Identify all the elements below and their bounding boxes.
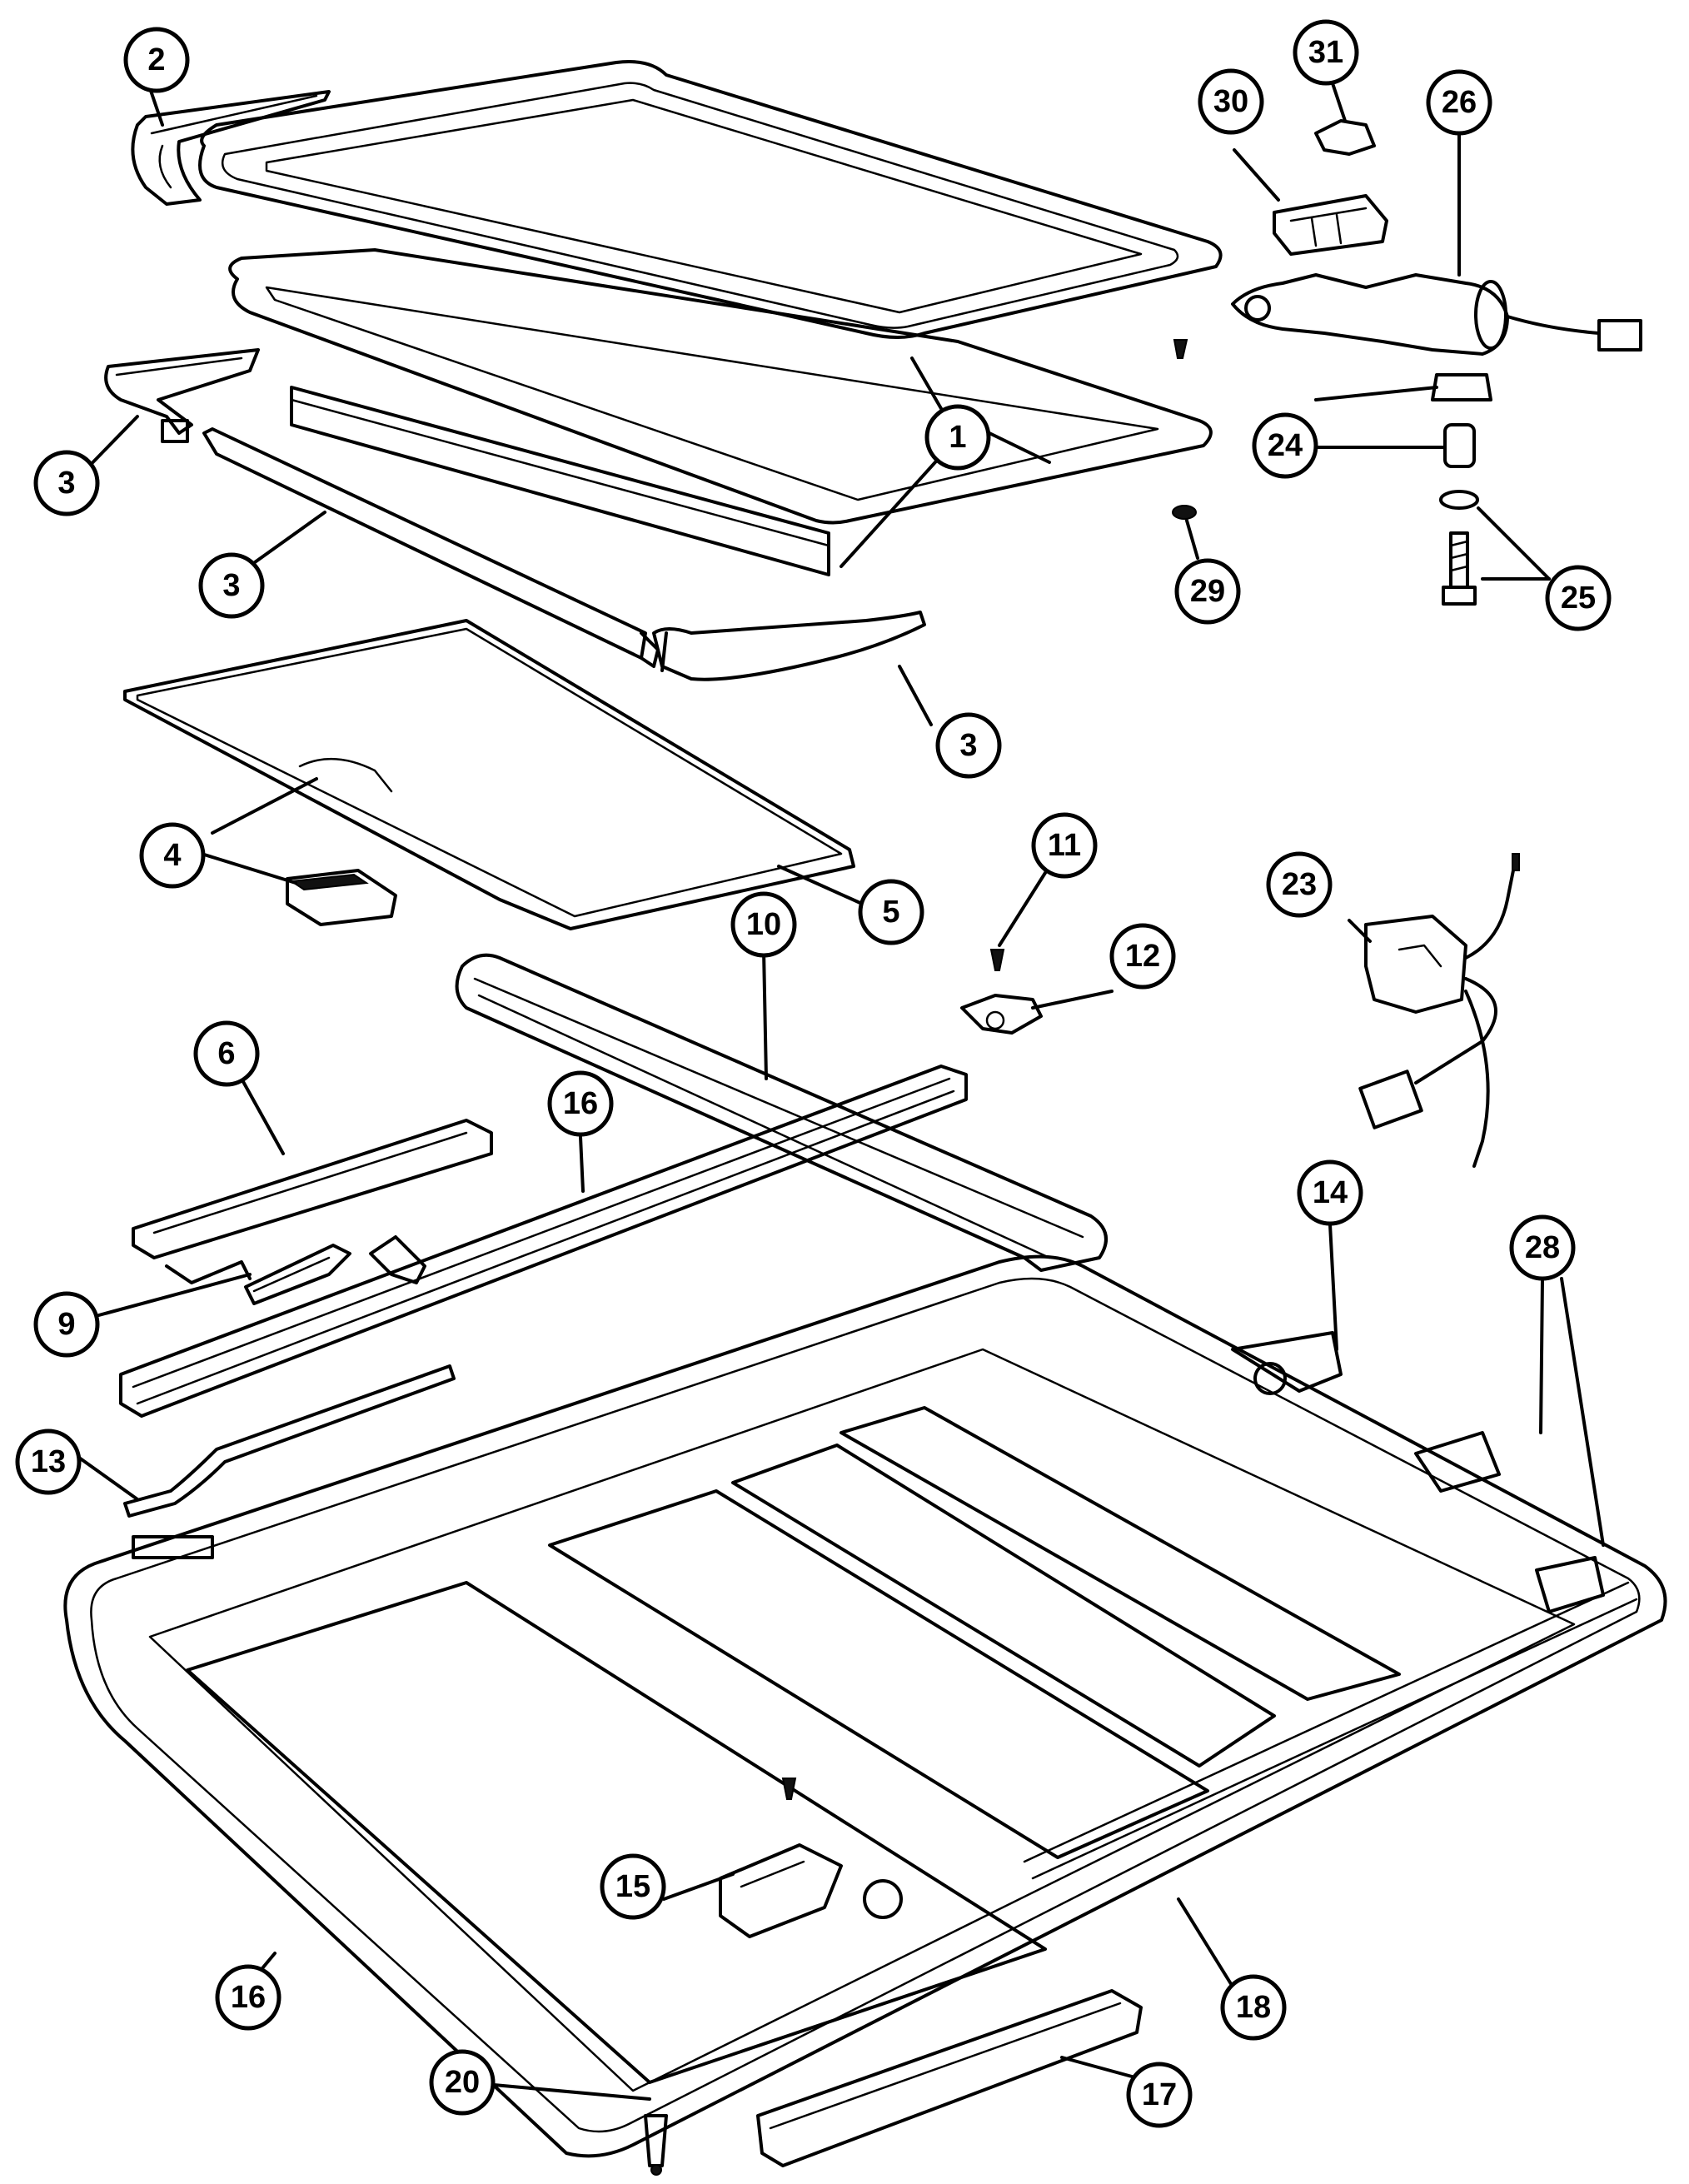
glass-panel [198,60,1223,339]
svg-text:3: 3 [222,568,240,603]
sunroof-frame [63,1254,1667,2158]
screw-11 [989,949,1005,971]
sunshade-handle [286,869,397,926]
callout-23: 23 [1266,851,1333,918]
callout-20: 20 [429,2049,496,2116]
svg-text:5: 5 [882,895,899,930]
svg-text:2: 2 [147,42,165,77]
svg-text:25: 25 [1561,581,1596,616]
callout-13: 13 [15,1429,82,1495]
rear-trim-17 [756,1989,1143,2167]
svg-text:10: 10 [746,907,781,942]
svg-text:26: 26 [1442,85,1477,120]
callout-31: 31 [1293,19,1359,86]
callout-14: 14 [1297,1159,1363,1226]
svg-text:20: 20 [445,2065,480,2100]
callout-9: 9 [33,1291,100,1358]
rear-bracket-28 [1414,1431,1605,1613]
side-rail-upper [119,1065,968,1418]
svg-text:24: 24 [1268,428,1303,463]
wind-deflector-right [652,611,926,681]
callout-17: 17 [1126,2062,1193,2128]
wind-deflector-front [202,427,660,668]
control-module-23 [1358,853,1520,1168]
cable-guide-9 [244,1244,351,1305]
callout-29: 29 [1174,558,1241,625]
callout-3-right: 3 [935,712,1002,779]
svg-text:23: 23 [1282,867,1317,902]
svg-text:3: 3 [57,466,75,501]
callout-24: 24 [1252,412,1318,479]
leader-lines [77,82,1605,2101]
callout-6: 6 [193,1020,260,1087]
bushing-24 [1431,373,1492,468]
callout-5: 5 [858,879,924,945]
callout-4: 4 [139,822,206,889]
svg-text:28: 28 [1525,1230,1560,1265]
callout-26: 26 [1426,69,1492,136]
svg-text:12: 12 [1125,939,1160,974]
callout-30: 30 [1198,68,1264,135]
drive-assembly-15 [719,1778,903,1938]
callout-16-upper: 16 [547,1070,614,1137]
svg-text:6: 6 [217,1036,235,1071]
svg-text:9: 9 [57,1307,75,1342]
callout-12: 12 [1109,923,1176,990]
callout-11: 11 [1031,812,1098,879]
bolt-25 [1439,490,1479,606]
callout-3-left: 3 [33,450,100,516]
wind-deflector-left [104,348,260,443]
clip-31 [1314,119,1376,156]
callout-28: 28 [1509,1214,1576,1281]
switch-housing-30 [1273,194,1388,256]
right-frame-rail [1023,1581,1638,1880]
svg-text:16: 16 [563,1086,598,1121]
svg-text:3: 3 [959,728,977,763]
drive-motor-26 [1231,273,1642,356]
callout-15: 15 [600,1853,666,1920]
callout-18: 18 [1220,1974,1287,2041]
svg-text:1: 1 [949,420,966,455]
svg-text:16: 16 [231,1980,266,2015]
svg-text:13: 13 [31,1444,66,1479]
svg-text:17: 17 [1142,2077,1177,2112]
callout-16-lower: 16 [215,1964,282,2031]
callout-25: 25 [1545,565,1612,631]
svg-text:14: 14 [1313,1175,1348,1210]
drain-fitting-20 [644,2114,668,2176]
callout-10: 10 [730,891,797,958]
svg-text:11: 11 [1048,828,1081,863]
front-rail [455,953,1108,1272]
grommet-29 [1172,339,1197,520]
svg-text:31: 31 [1308,35,1343,70]
sunshade-panel [123,619,855,930]
svg-text:4: 4 [163,838,181,873]
callout-2: 2 [123,27,190,93]
callout-3-front: 3 [198,552,265,619]
front-corner-seal [131,90,331,206]
callout-1: 1 [924,404,991,471]
svg-text:18: 18 [1236,1990,1271,2025]
bracket-12 [960,994,1043,1035]
svg-text:15: 15 [615,1869,650,1904]
motor-mount-14 [1231,1331,1343,1395]
svg-text:29: 29 [1190,574,1225,609]
svg-text:30: 30 [1213,84,1248,119]
glass-seal-frame [228,248,1213,576]
slide-guide-6 [132,1119,493,1284]
